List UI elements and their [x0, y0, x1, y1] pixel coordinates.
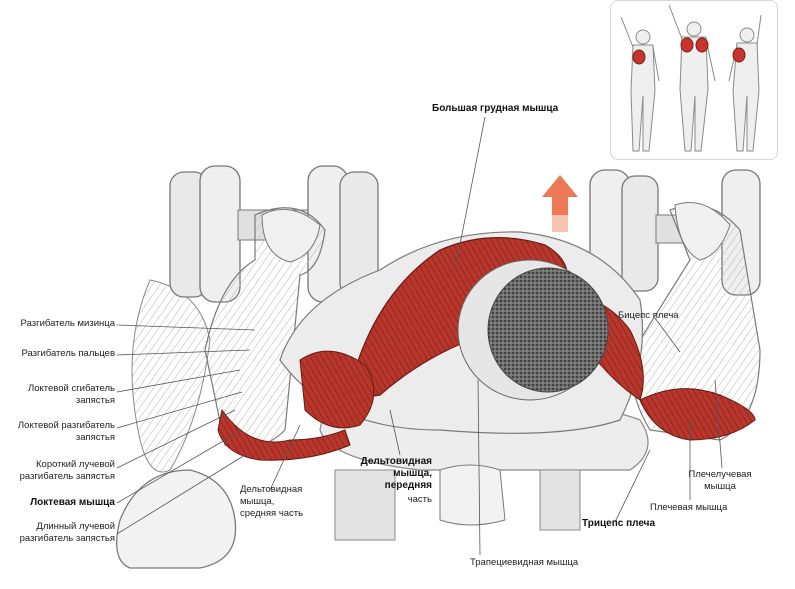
right-fist	[674, 202, 731, 261]
right-arm	[631, 202, 761, 441]
dumbbell-left	[169, 165, 379, 303]
label-ext-carpi-ulnaris: Локтевой разгибатель запястья	[17, 420, 115, 443]
label-triceps: Трицепс плеча	[582, 518, 656, 529]
right-triceps-muscle	[639, 388, 756, 441]
label-trapezius: Трапециевидная мышца	[470, 557, 579, 568]
up-arrow-icon	[542, 175, 578, 232]
leader-lines	[116, 116, 723, 556]
shoe-left	[116, 469, 237, 569]
label-deltoid-middle: Дельтовидная мышца, средняя часть	[240, 484, 304, 519]
label-deltoid-anterior: Дельтовидная мышца, передняя	[360, 456, 432, 491]
head	[457, 259, 609, 401]
label-biceps: Бицепс плеча	[618, 310, 679, 321]
deltoid-anterior-muscle	[299, 350, 375, 429]
left-triceps-muscle	[217, 408, 351, 461]
label-anconeus: Локтевая мышца	[30, 497, 115, 508]
shoe-right	[439, 464, 506, 526]
label-flexor-carpi-ulnaris: Локтевой сгибатель запястья	[27, 383, 115, 406]
label-deltoid-anterior-part: часть	[407, 494, 432, 505]
label-ext-carpi-radialis-longus: Длинный лучевой разгибатель запястья	[19, 521, 115, 544]
left-fist	[261, 208, 321, 263]
label-brachioradialis: Плечелучевая мышца	[688, 469, 752, 492]
label-ext-digitorum: Разгибатель пальцев	[21, 348, 115, 359]
dumbbell-right	[589, 169, 761, 296]
label-brachialis: Плечевая мышца	[650, 502, 728, 513]
left-arm	[204, 207, 351, 461]
inset-figures	[620, 4, 762, 152]
muscle-figures-inset	[610, 0, 778, 160]
label-ext-digiti-minimi: Разгибатель мизинца	[20, 318, 115, 329]
label-pectoralis-major: Большая грудная мышца	[432, 103, 559, 114]
label-ext-carpi-radialis-brevis: Короткий лучевой разгибатель запястья	[19, 459, 115, 482]
